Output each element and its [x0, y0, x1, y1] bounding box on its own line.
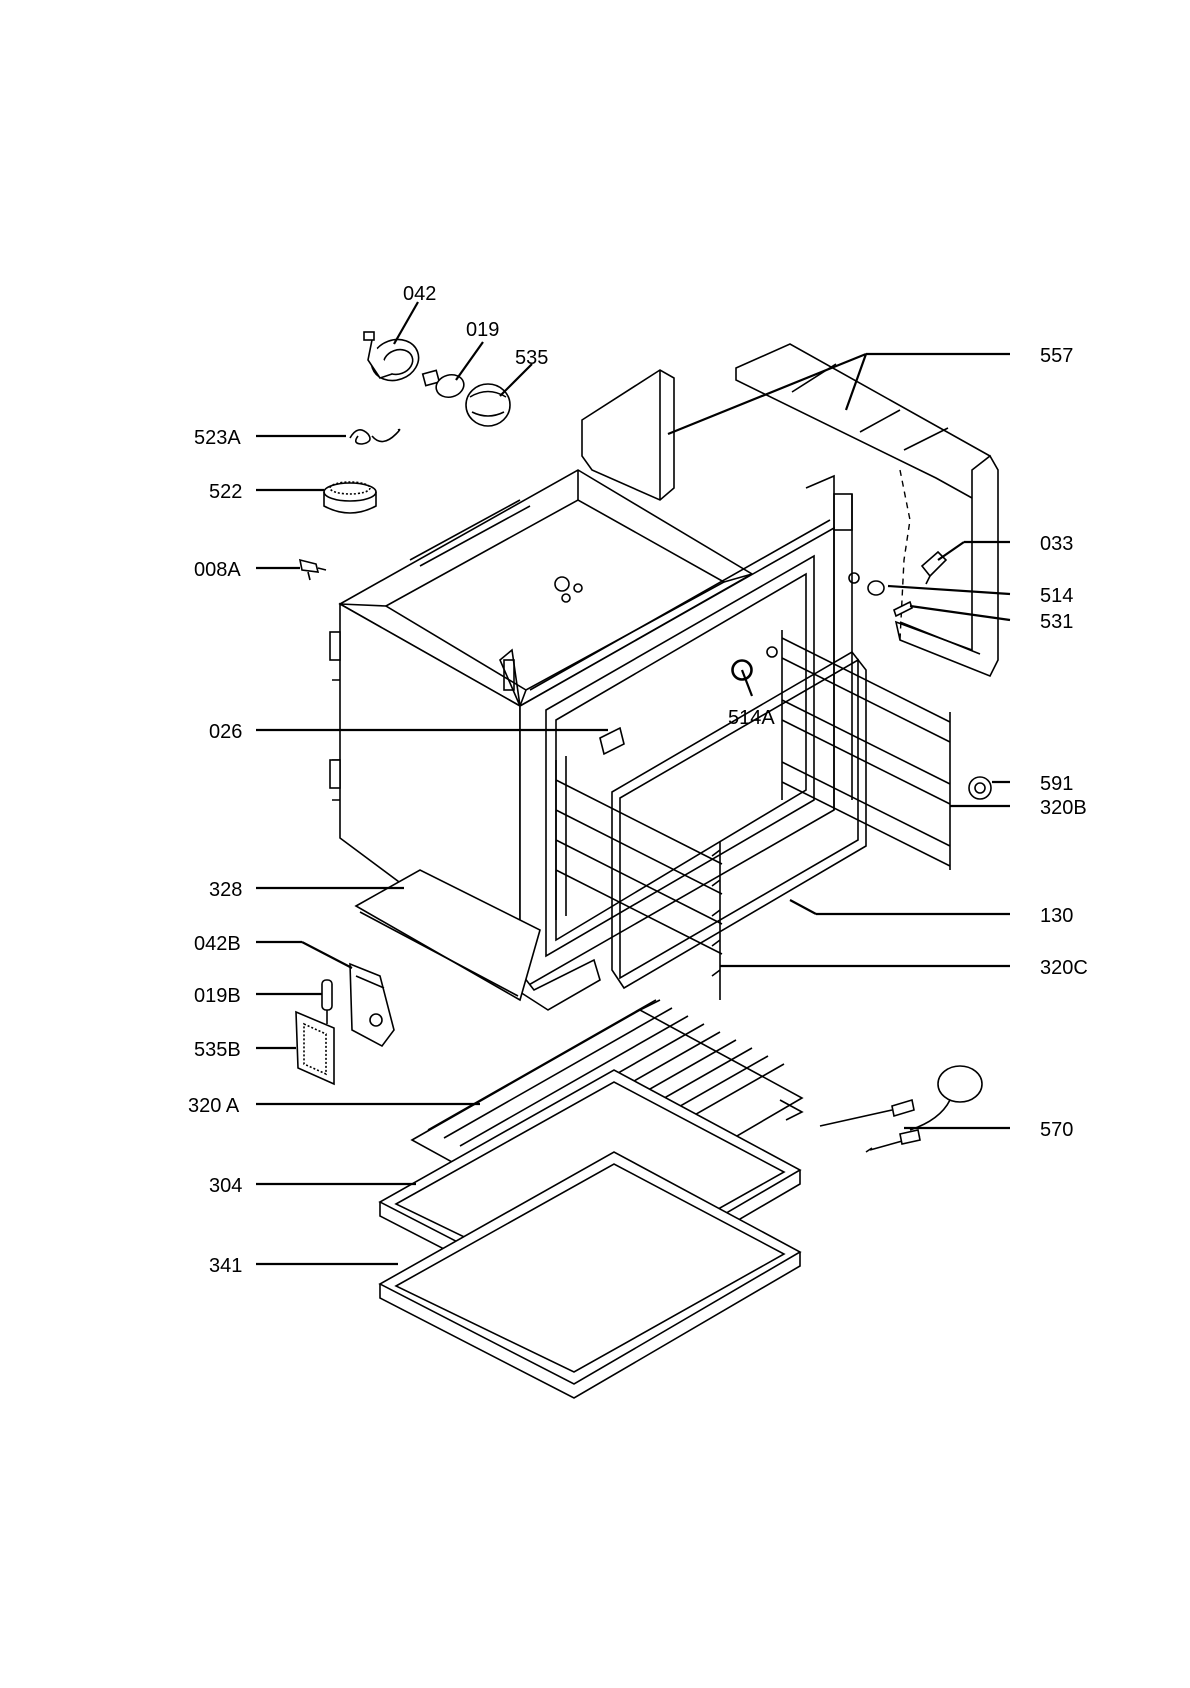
side-lamp-glass-part-535b — [295, 1010, 335, 1086]
bracket-part-026 — [599, 726, 625, 756]
insulation-part-557 — [581, 343, 999, 678]
nut-part-514 — [867, 580, 885, 596]
part-label-535b: 535B — [194, 1039, 241, 1061]
part-label-304: 304 — [209, 1175, 242, 1197]
leader-lines — [256, 301, 1011, 1266]
wire-clip-part-523a — [349, 428, 401, 445]
part-label-328: 328 — [209, 879, 242, 901]
lamp-holder-part-042 — [363, 331, 420, 382]
door-seal-part-130 — [611, 650, 867, 990]
part-label-535: 535 — [515, 347, 548, 369]
part-label-531: 531 — [1040, 611, 1073, 633]
part-label-514a: 514A — [728, 707, 775, 729]
deep-tray-part-341 — [378, 1151, 802, 1399]
bottom-panel-part-328 — [354, 869, 541, 1002]
part-label-341: 341 — [209, 1255, 242, 1277]
nut-part-591 — [968, 776, 992, 800]
part-label-514: 514 — [1040, 585, 1073, 607]
lamp-glass-part-535 — [465, 383, 511, 427]
part-label-522: 522 — [209, 481, 242, 503]
part-label-320b: 320B — [1040, 797, 1087, 819]
side-lamp-holder-part-042b — [349, 962, 395, 1048]
part-label-019: 019 — [466, 319, 499, 341]
part-label-130: 130 — [1040, 905, 1073, 927]
oven-cavity-part — [329, 469, 860, 1011]
part-label-523a: 523A — [194, 427, 241, 449]
screw-part-531 — [893, 600, 913, 618]
part-label-570: 570 — [1040, 1119, 1073, 1141]
part-label-019b: 019B — [194, 985, 241, 1007]
part-number-labels: 042 019 535 557 523A 522 008A 033 514 53… — [188, 283, 1088, 1277]
part-label-320a: 320 A — [188, 1095, 240, 1117]
part-label-042: 042 — [403, 283, 436, 305]
part-label-320c: 320C — [1040, 957, 1088, 979]
shelf-guide-part-320c — [711, 842, 721, 1000]
side-bulb-part-019b — [321, 979, 333, 1024]
shelf-guide-part-320b — [781, 630, 951, 870]
part-label-033: 033 — [1040, 533, 1073, 555]
part-label-591: 591 — [1040, 773, 1073, 795]
grease-filter-part-522 — [323, 481, 377, 514]
part-label-008a: 008A — [194, 559, 241, 581]
part-label-557: 557 — [1040, 345, 1073, 367]
connector-part-008a — [298, 558, 327, 581]
meat-probe-part-570 — [819, 1065, 983, 1153]
part-label-026: 026 — [209, 721, 242, 743]
part-label-042b: 042B — [194, 933, 241, 955]
